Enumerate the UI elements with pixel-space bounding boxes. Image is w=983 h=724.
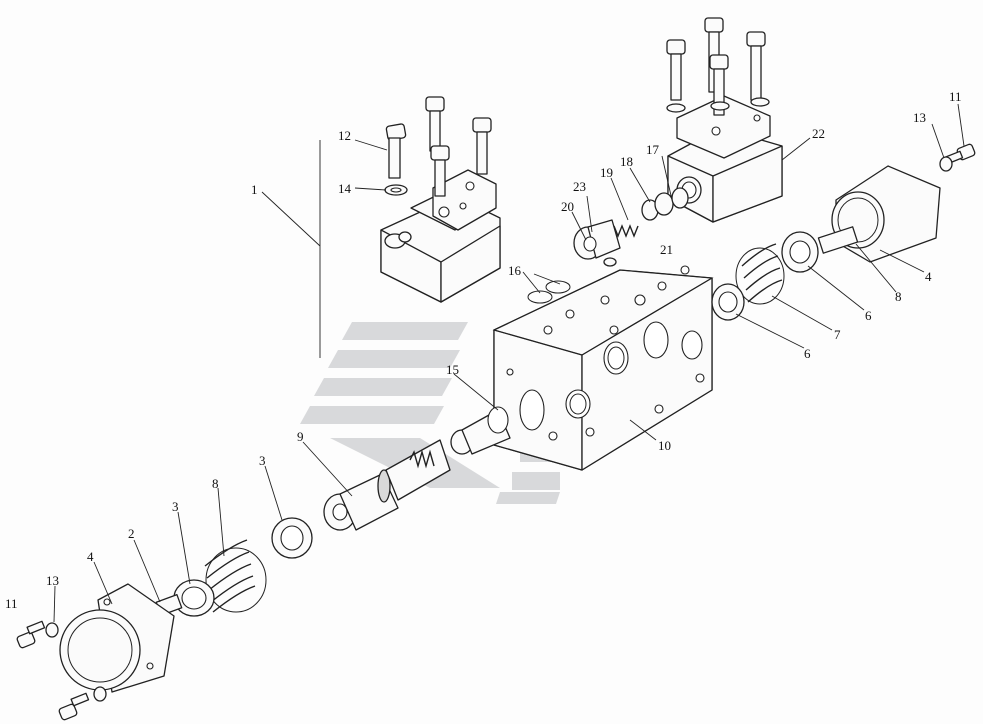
callout-14: 14 [338,181,351,196]
left-end-cap-group [59,517,313,693]
spool-assembly [323,406,511,531]
callout-19: 19 [600,165,613,180]
callout-11-right-bolt: 11 [949,89,962,104]
screws-right-block [666,17,770,116]
callout-12: 12 [338,128,351,143]
callout-22: 22 [812,126,825,141]
callout-2: 2 [128,526,135,541]
left-fasteners [16,620,107,721]
callout-18: 18 [620,154,633,169]
callout-21: 21 [660,242,673,257]
callout-1: 1 [251,182,258,197]
small-valve-parts [573,187,689,267]
callout-8-left-spring: 8 [212,476,219,491]
callout-3-left-seat: 3 [259,453,266,468]
right-fasteners [939,143,976,172]
callout-20: 20 [561,199,574,214]
callout-15: 15 [446,362,459,377]
callout-8-right-spring: 8 [895,289,902,304]
callout-17: 17 [646,142,659,157]
callout-9: 9 [297,429,304,444]
right-end-cap-group [711,165,941,321]
callout-13-left-washer: 13 [46,573,59,588]
callout-10: 10 [658,438,671,453]
callout-7: 7 [834,327,841,342]
callout-13-right-washer: 13 [913,110,926,125]
valve-body [492,265,714,471]
callout-4-left-cap: 4 [87,549,94,564]
solenoid-block-right [667,95,783,223]
callout-11-left-bolt: 11 [5,596,18,611]
stripes-logo-watermark [300,322,560,504]
callout-6-upper: 6 [865,308,872,323]
callout-3-left-ring: 3 [172,499,179,514]
o-rings [527,280,571,304]
solenoid-block-left [380,169,501,303]
callout-23: 23 [573,179,586,194]
callout-16: 16 [508,263,521,278]
callout-4-right-cap: 4 [925,269,932,284]
callout-6-lower: 6 [804,346,811,361]
leader-lines [53,103,965,623]
